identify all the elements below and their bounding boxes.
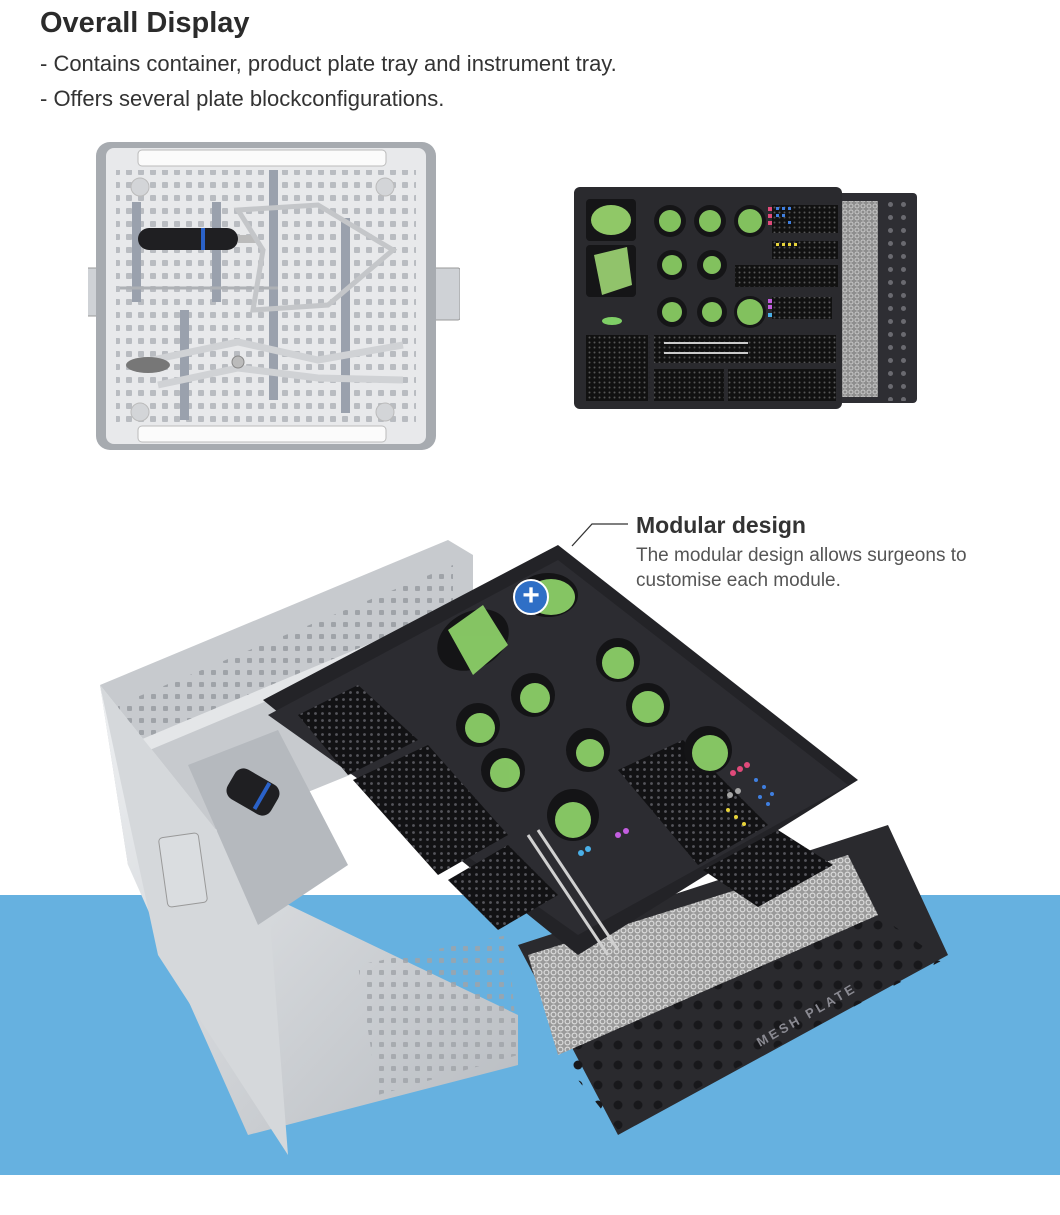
bullet-1: - Contains container, product plate tray… xyxy=(40,51,617,76)
instrument-tray-image xyxy=(85,140,461,455)
modular-set-image: MESH PLATE xyxy=(88,535,960,1155)
page-title: Overall Display xyxy=(40,7,250,39)
callout-title: Modular design xyxy=(636,512,806,538)
modular-design-callout: Modular design The modular design allows… xyxy=(636,511,1026,593)
plate-tray-image xyxy=(572,185,918,410)
header: Overall Display - Contains container, pr… xyxy=(40,6,617,116)
callout-description: The modular design allows surgeons to cu… xyxy=(636,545,967,591)
bullet-2: - Offers several plate blockconfiguratio… xyxy=(40,86,445,111)
plus-icon: + xyxy=(522,579,540,612)
hotspot-plus-button[interactable]: + xyxy=(513,579,549,615)
callout-connector xyxy=(571,523,628,547)
